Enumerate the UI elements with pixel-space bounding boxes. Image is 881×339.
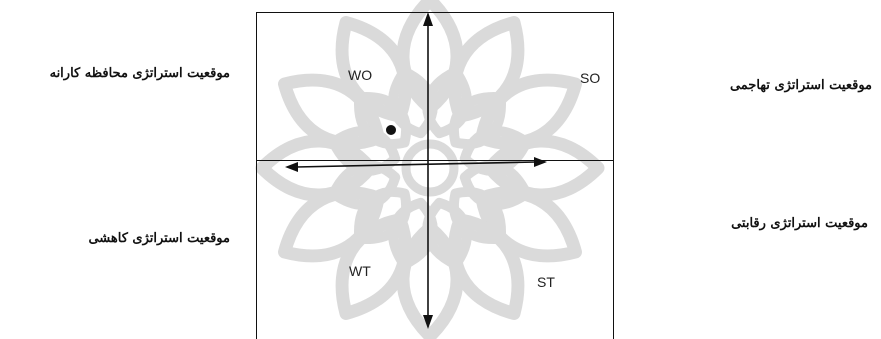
side-label-defensive: موقعیت استراتژی کاهشی — [88, 231, 230, 246]
vertical-axis-arrow — [423, 12, 433, 329]
side-label-competitive: موقعیت استراتژی رقابتی — [731, 216, 868, 231]
quadrant-label-wo: WO — [348, 67, 372, 83]
quadrant-label-st: ST — [537, 274, 555, 290]
side-label-aggressive: موقعیت استراتژی تهاجمی — [730, 78, 872, 93]
quadrant-label-so: SO — [580, 70, 600, 86]
side-label-conservative: موقعیت استراتژی محافظه کارانه — [50, 66, 230, 81]
quadrant-label-wt: WT — [349, 263, 371, 279]
strategy-position-point — [386, 125, 396, 135]
